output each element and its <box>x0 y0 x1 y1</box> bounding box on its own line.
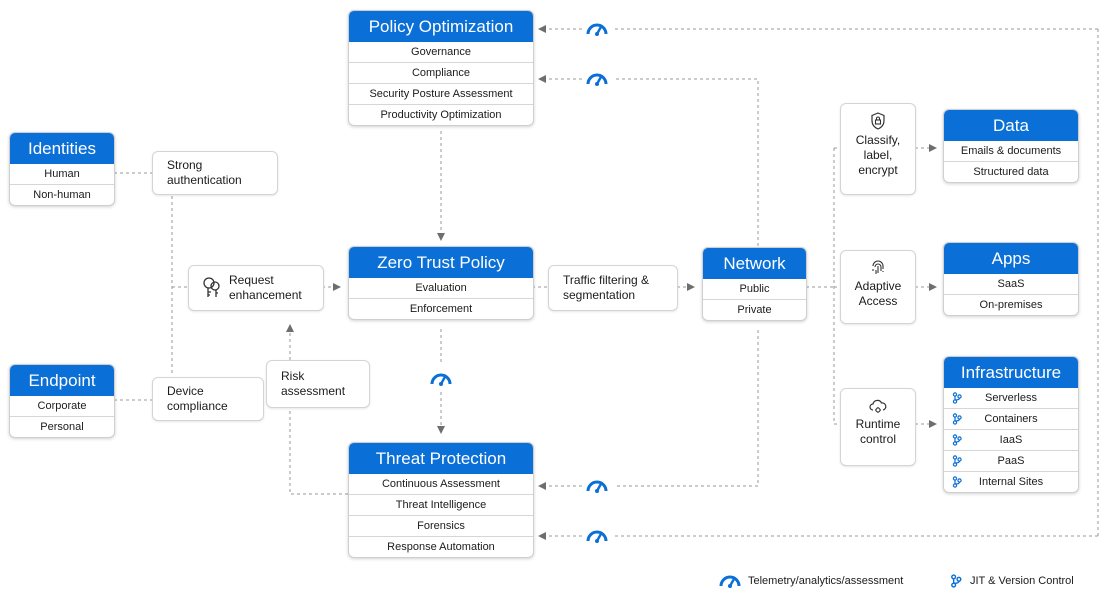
jit-version-control-icon <box>952 392 962 404</box>
adaptive-access-label: Adaptive Access <box>854 279 902 308</box>
threat-protection-card: Threat Protection Continuous Assessment … <box>348 442 534 558</box>
fingerprint-icon <box>872 260 884 274</box>
jit-version-control-icon <box>952 434 962 446</box>
telemetry-icon <box>586 480 608 493</box>
telemetry-icon <box>586 73 608 86</box>
strong-authentication-box: Strong authentication <box>152 151 278 195</box>
telemetry-icon <box>586 530 608 543</box>
policy-optimization-card: Policy Optimization Governance Complianc… <box>348 10 534 126</box>
runtime-control-box: Runtime control <box>840 388 916 466</box>
network-card: Network Public Private <box>702 247 807 321</box>
data-title: Data <box>944 110 1078 141</box>
endpoint-item-corporate: Corporate <box>37 400 87 412</box>
telemetry-icon <box>430 373 452 386</box>
zero-trust-item-evaluation: Evaluation <box>415 282 467 294</box>
jit-version-control-icon <box>952 413 962 425</box>
infra-item-paas: PaaS <box>944 450 1078 471</box>
threat-item-response: Response Automation <box>349 536 533 557</box>
key-icon <box>203 277 220 297</box>
infra-item-containers: Containers <box>944 408 1078 429</box>
telemetry-icon <box>719 575 741 588</box>
infra-label-internal-sites: Internal Sites <box>978 476 1044 488</box>
endpoint-title: Endpoint <box>10 365 114 396</box>
network-item-public: Public <box>739 283 770 295</box>
infra-label-containers: Containers <box>984 413 1038 425</box>
network-title: Network <box>703 248 806 279</box>
threat-item-intelligence: Threat Intelligence <box>349 494 533 515</box>
threat-protection-title: Threat Protection <box>349 443 533 474</box>
strong-authentication-label: Strong authentication <box>167 158 242 187</box>
traffic-filtering-box: Traffic filtering & segmentation <box>548 265 678 311</box>
apps-item-onprem: On-premises <box>944 294 1078 315</box>
apps-card: Apps SaaS On-premises <box>943 242 1079 316</box>
data-card: Data Emails & documents Structured data <box>943 109 1079 183</box>
request-enhancement-label: Request enhancement <box>229 273 302 302</box>
zero-trust-item-enforcement: Enforcement <box>349 298 533 319</box>
infra-label-iaas: IaaS <box>999 434 1023 446</box>
shield-lock-icon <box>871 112 885 130</box>
identities-item-nonhuman: Non-human <box>10 184 114 205</box>
jit-version-control-icon <box>951 574 962 588</box>
identities-item-human: Human <box>44 168 80 180</box>
identities-title: Identities <box>10 133 114 164</box>
data-item-emails: Emails & documents <box>960 145 1062 157</box>
risk-assessment-box: Risk assessment <box>266 360 370 408</box>
infrastructure-card: Infrastructure Serverless Containers Iaa… <box>943 356 1079 493</box>
legend-jit-label: JIT & Version Control <box>970 575 1074 587</box>
zero-trust-policy-title: Zero Trust Policy <box>349 247 533 278</box>
device-compliance-box: Device compliance <box>152 377 264 421</box>
telemetry-icon <box>586 23 608 36</box>
policy-item-governance: Governance <box>411 46 471 58</box>
network-item-private: Private <box>703 299 806 320</box>
classify-box: Classify, label, encrypt <box>840 103 916 195</box>
risk-assessment-label: Risk assessment <box>281 369 346 398</box>
policy-item-compliance: Compliance <box>349 62 533 83</box>
infrastructure-title: Infrastructure <box>944 357 1078 388</box>
runtime-control-label: Runtime control <box>855 417 901 446</box>
jit-version-control-icon <box>952 455 962 467</box>
zero-trust-policy-card: Zero Trust Policy Evaluation Enforcement <box>348 246 534 320</box>
data-item-structured: Structured data <box>944 161 1078 182</box>
adaptive-access-box: Adaptive Access <box>840 250 916 324</box>
apps-item-saas: SaaS <box>997 278 1025 290</box>
infra-item-internal-sites: Internal Sites <box>944 471 1078 492</box>
device-compliance-label: Device compliance <box>167 384 228 413</box>
apps-title: Apps <box>944 243 1078 274</box>
classify-label: Classify, label, encrypt <box>855 133 901 177</box>
threat-item-forensics: Forensics <box>349 515 533 536</box>
policy-item-security-posture: Security Posture Assessment <box>349 83 533 104</box>
infra-item-serverless: Serverless <box>944 388 1078 408</box>
policy-optimization-title: Policy Optimization <box>349 11 533 42</box>
endpoint-card: Endpoint Corporate Personal <box>9 364 115 438</box>
jit-version-control-icon <box>952 476 962 488</box>
threat-item-continuous: Continuous Assessment <box>381 478 500 490</box>
infra-label-serverless: Serverless <box>985 392 1037 404</box>
policy-item-productivity: Productivity Optimization <box>349 104 533 125</box>
cloud-gear-icon <box>869 399 887 413</box>
endpoint-item-personal: Personal <box>10 416 114 437</box>
identities-card: Identities Human Non-human <box>9 132 115 206</box>
legend-telemetry-label: Telemetry/analytics/assessment <box>748 575 904 587</box>
infra-label-paas: PaaS <box>997 455 1025 467</box>
traffic-filtering-label: Traffic filtering & segmentation <box>563 273 650 302</box>
request-enhancement-box: Request enhancement <box>188 265 324 311</box>
infra-item-iaas: IaaS <box>944 429 1078 450</box>
